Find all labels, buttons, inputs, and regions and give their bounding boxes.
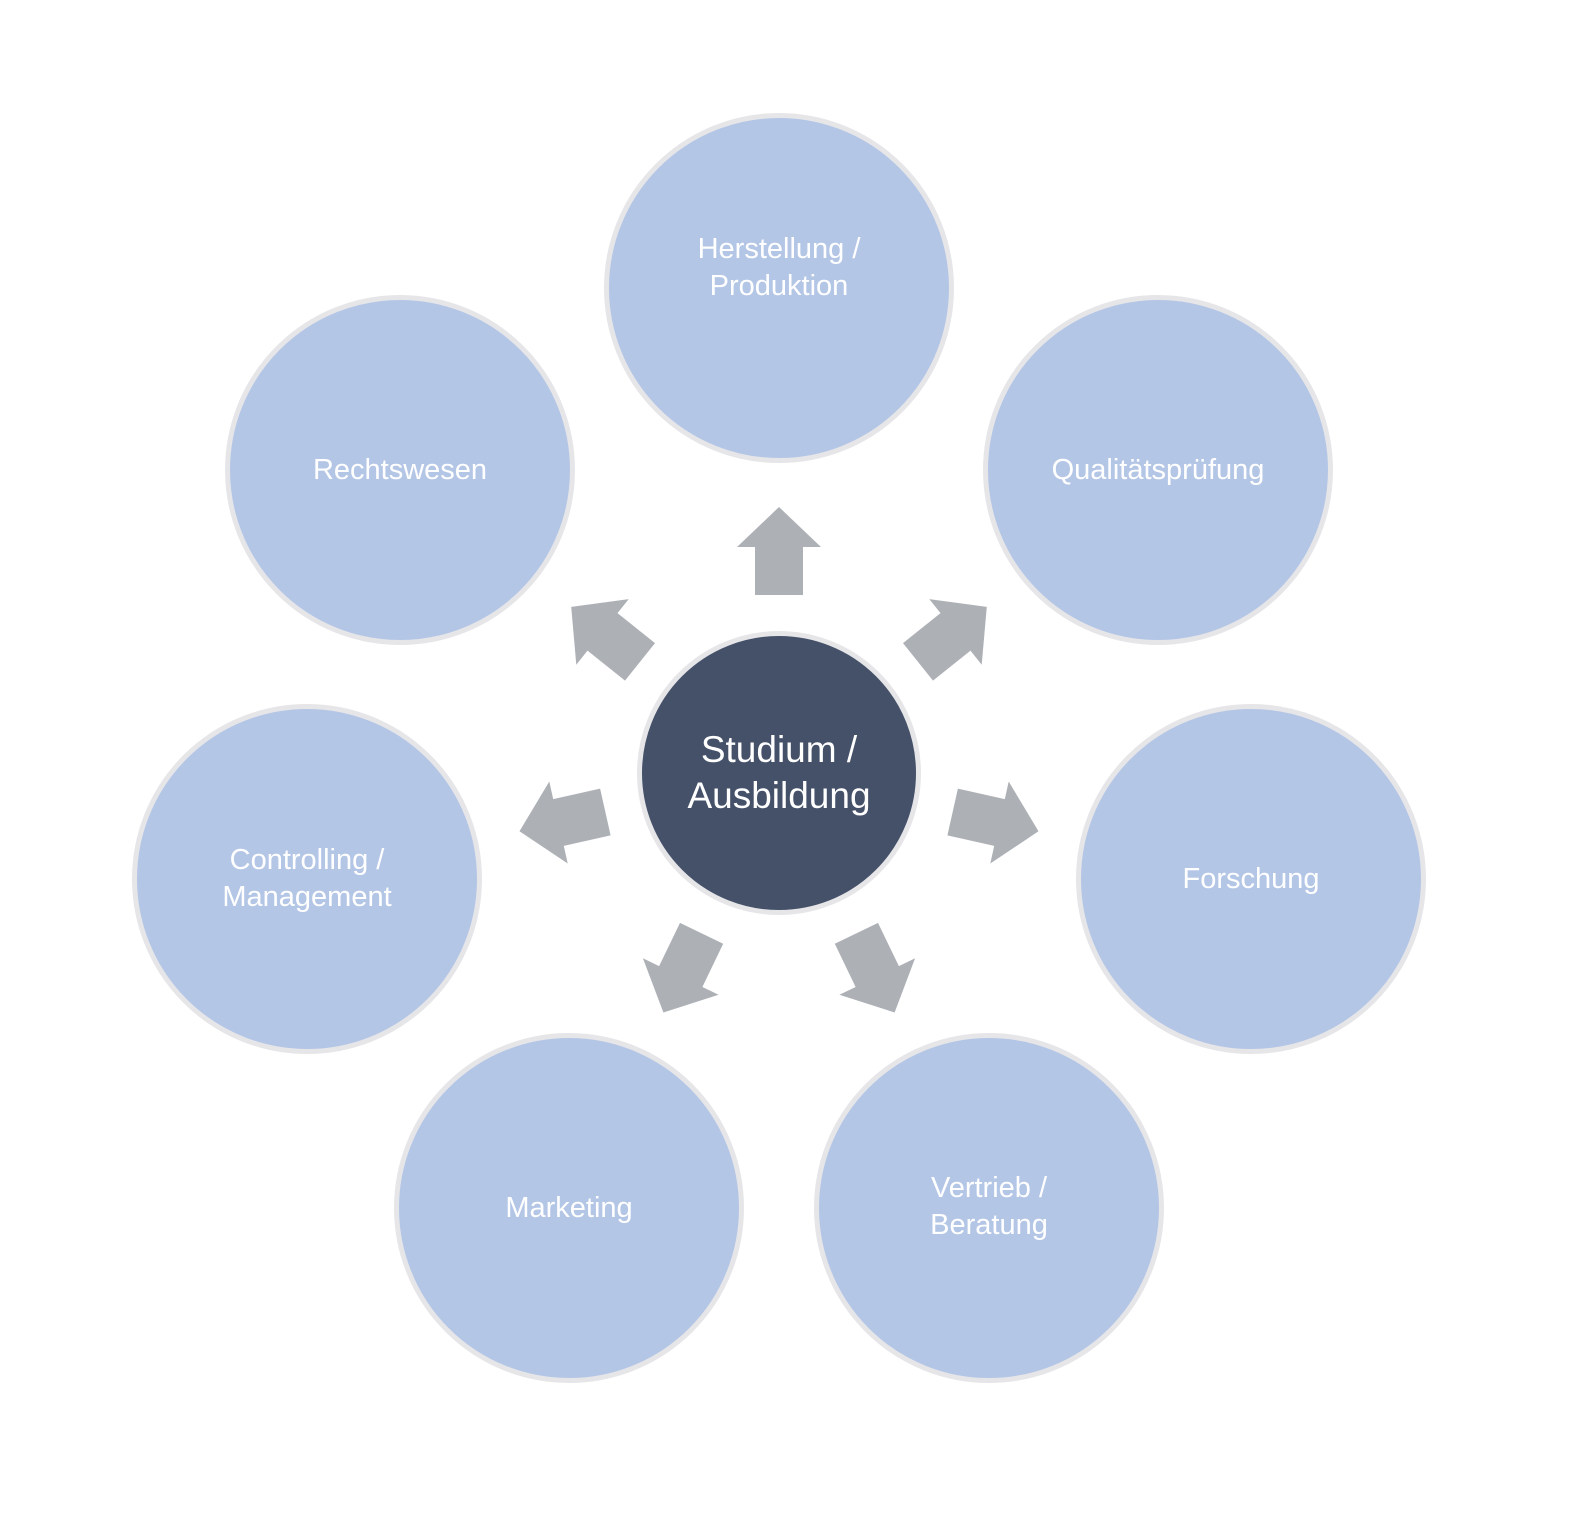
node-controlling-management: Controlling / Management [132,704,482,1054]
node-herstellung-produktion: Herstellung / Produktion [604,113,954,463]
node-label: Rechtswesen [312,453,488,486]
arrow-recht-icon [571,599,655,681]
arrow-forschung-icon [947,781,1039,864]
node-forschung: Forschung [1076,704,1426,1054]
node-label: Herstellung / Produktion [697,233,861,302]
arrow-vertrieb-icon [834,922,916,1013]
arrow-qualitaet-icon [903,599,987,681]
node-vertrieb-beratung: Vertrieb / Beratung [814,1033,1164,1383]
arrow-controlling-icon [519,781,611,864]
node-label: Vertrieb / Beratung [930,1172,1048,1241]
node-marketing: Marketing [394,1033,744,1383]
node-qualitaetspruefung: Qualitätsprüfung [983,295,1333,645]
node-label: Marketing [505,1191,633,1224]
arrow-herstellung-icon [737,507,821,595]
center-label: Studium / Ausbildung [687,729,871,816]
center-node-studium-ausbildung: Studium / Ausbildung [637,631,921,915]
node-label: Controlling / Management [222,844,392,913]
arrow-marketing-icon [642,922,724,1013]
node-label: Qualitätsprüfung [1051,453,1265,486]
node-label: Forschung [1182,862,1320,895]
node-rechtswesen: Rechtswesen [225,295,575,645]
